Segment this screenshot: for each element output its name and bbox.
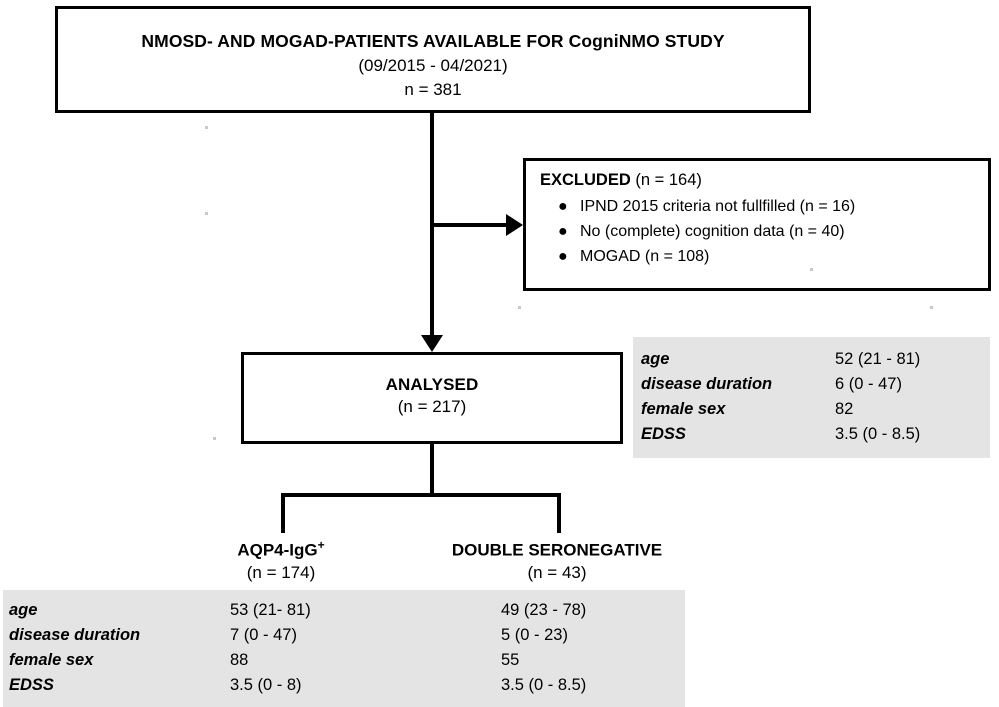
connector-excluded-horizontal bbox=[430, 223, 509, 227]
stat-value-seronegative: 49 (23 - 78) bbox=[501, 601, 587, 619]
group-label-aqp4: AQP4-IgG+ (n = 174) bbox=[181, 538, 381, 583]
box-excluded: EXCLUDED (n = 164) ● IPND 2015 criteria … bbox=[523, 158, 991, 291]
stat-value: 6 (0 - 47) bbox=[835, 375, 902, 393]
arrowhead-to-excluded bbox=[506, 214, 523, 236]
scan-speck bbox=[930, 306, 933, 309]
box-analysed-count: (n = 217) bbox=[397, 397, 467, 416]
list-item: ● IPND 2015 criteria not fullfilled (n =… bbox=[558, 194, 988, 219]
bullet-icon: ● bbox=[558, 248, 568, 265]
box-analysed: ANALYSED (n = 217) bbox=[241, 352, 623, 444]
stat-label: disease duration bbox=[9, 626, 141, 644]
stat-label: EDSS bbox=[641, 425, 686, 443]
stat-value-seronegative: 3.5 (0 - 8.5) bbox=[501, 676, 587, 694]
excluded-reason-text: MOGAD (n = 108) bbox=[580, 248, 710, 265]
box-excluded-count: (n = 164) bbox=[635, 171, 702, 189]
stat-row: female sex 82 bbox=[641, 397, 990, 422]
group-superscript: + bbox=[317, 538, 325, 552]
stat-value: 82 bbox=[835, 400, 854, 418]
group-count: (n = 43) bbox=[527, 562, 587, 582]
stat-label: age bbox=[641, 350, 670, 368]
stat-value-aqp4: 53 (21- 81) bbox=[230, 601, 311, 619]
list-item: ● No (complete) cognition data (n = 40) bbox=[558, 219, 988, 244]
connector-fork-right bbox=[557, 493, 561, 533]
connector-fork-left bbox=[281, 493, 285, 533]
stat-label: disease duration bbox=[641, 375, 773, 393]
stat-value-aqp4: 7 (0 - 47) bbox=[230, 626, 297, 644]
scan-speck bbox=[213, 437, 216, 440]
group-name-text: DOUBLE SERONEGATIVE bbox=[451, 540, 663, 560]
excluded-reason-text: IPND 2015 criteria not fullfilled (n = 1… bbox=[580, 198, 856, 215]
stat-label: EDSS bbox=[9, 676, 54, 694]
stat-value-aqp4: 3.5 (0 - 8) bbox=[230, 676, 302, 694]
bullet-icon: ● bbox=[558, 198, 568, 215]
group-count: (n = 174) bbox=[246, 562, 316, 582]
stat-row: age 52 (21 - 81) bbox=[641, 347, 990, 372]
group-name-text: AQP4-IgG bbox=[237, 540, 318, 560]
stat-value-seronegative: 5 (0 - 23) bbox=[501, 626, 568, 644]
group-label-seronegative: DOUBLE SERONEGATIVE (n = 43) bbox=[422, 538, 692, 583]
group-name: DOUBLE SERONEGATIVE bbox=[422, 538, 692, 561]
bullet-icon: ● bbox=[558, 223, 568, 240]
scan-speck bbox=[205, 212, 208, 215]
scan-speck bbox=[810, 268, 813, 271]
table-row: female sex 88 55 bbox=[9, 648, 685, 673]
list-item: ● MOGAD (n = 108) bbox=[558, 244, 988, 269]
box-analysed-title: ANALYSED bbox=[385, 375, 479, 394]
box-available-period: (09/2015 - 04/2021) bbox=[358, 56, 508, 75]
connector-fork-crossbar bbox=[281, 493, 561, 497]
box-patients-available: NMOSD- AND MOGAD-PATIENTS AVAILABLE FOR … bbox=[55, 6, 811, 113]
box-available-title: NMOSD- AND MOGAD-PATIENTS AVAILABLE FOR … bbox=[141, 31, 725, 51]
box-excluded-title: EXCLUDED bbox=[540, 171, 631, 189]
stat-label: female sex bbox=[9, 651, 94, 669]
table-row: age 53 (21- 81) 49 (23 - 78) bbox=[9, 598, 685, 623]
stat-value-aqp4: 88 bbox=[230, 651, 249, 669]
stat-value-seronegative: 55 bbox=[501, 651, 520, 669]
scan-speck bbox=[518, 306, 521, 309]
stats-panel-analysed: age 52 (21 - 81) disease duration 6 (0 -… bbox=[633, 337, 990, 458]
stat-value: 52 (21 - 81) bbox=[835, 350, 921, 368]
table-row: EDSS 3.5 (0 - 8) 3.5 (0 - 8.5) bbox=[9, 673, 685, 698]
arrowhead-to-analysed bbox=[421, 335, 443, 352]
stat-value: 3.5 (0 - 8.5) bbox=[835, 425, 921, 443]
box-available-count: n = 381 bbox=[404, 80, 462, 99]
stat-label: age bbox=[9, 601, 38, 619]
stat-row: disease duration 6 (0 - 47) bbox=[641, 372, 990, 397]
box-excluded-heading: EXCLUDED (n = 164) bbox=[540, 171, 988, 190]
group-name: AQP4-IgG+ bbox=[181, 538, 381, 561]
stat-label: female sex bbox=[641, 400, 726, 418]
stats-panel-groups: age 53 (21- 81) 49 (23 - 78) disease dur… bbox=[3, 590, 685, 707]
excluded-reason-text: No (complete) cognition data (n = 40) bbox=[580, 223, 845, 240]
table-row: disease duration 7 (0 - 47) 5 (0 - 23) bbox=[9, 623, 685, 648]
scan-speck bbox=[205, 126, 208, 129]
excluded-reason-list: ● IPND 2015 criteria not fullfilled (n =… bbox=[540, 194, 988, 269]
connector-fork-stem bbox=[430, 444, 434, 496]
stat-row: EDSS 3.5 (0 - 8.5) bbox=[641, 422, 990, 447]
